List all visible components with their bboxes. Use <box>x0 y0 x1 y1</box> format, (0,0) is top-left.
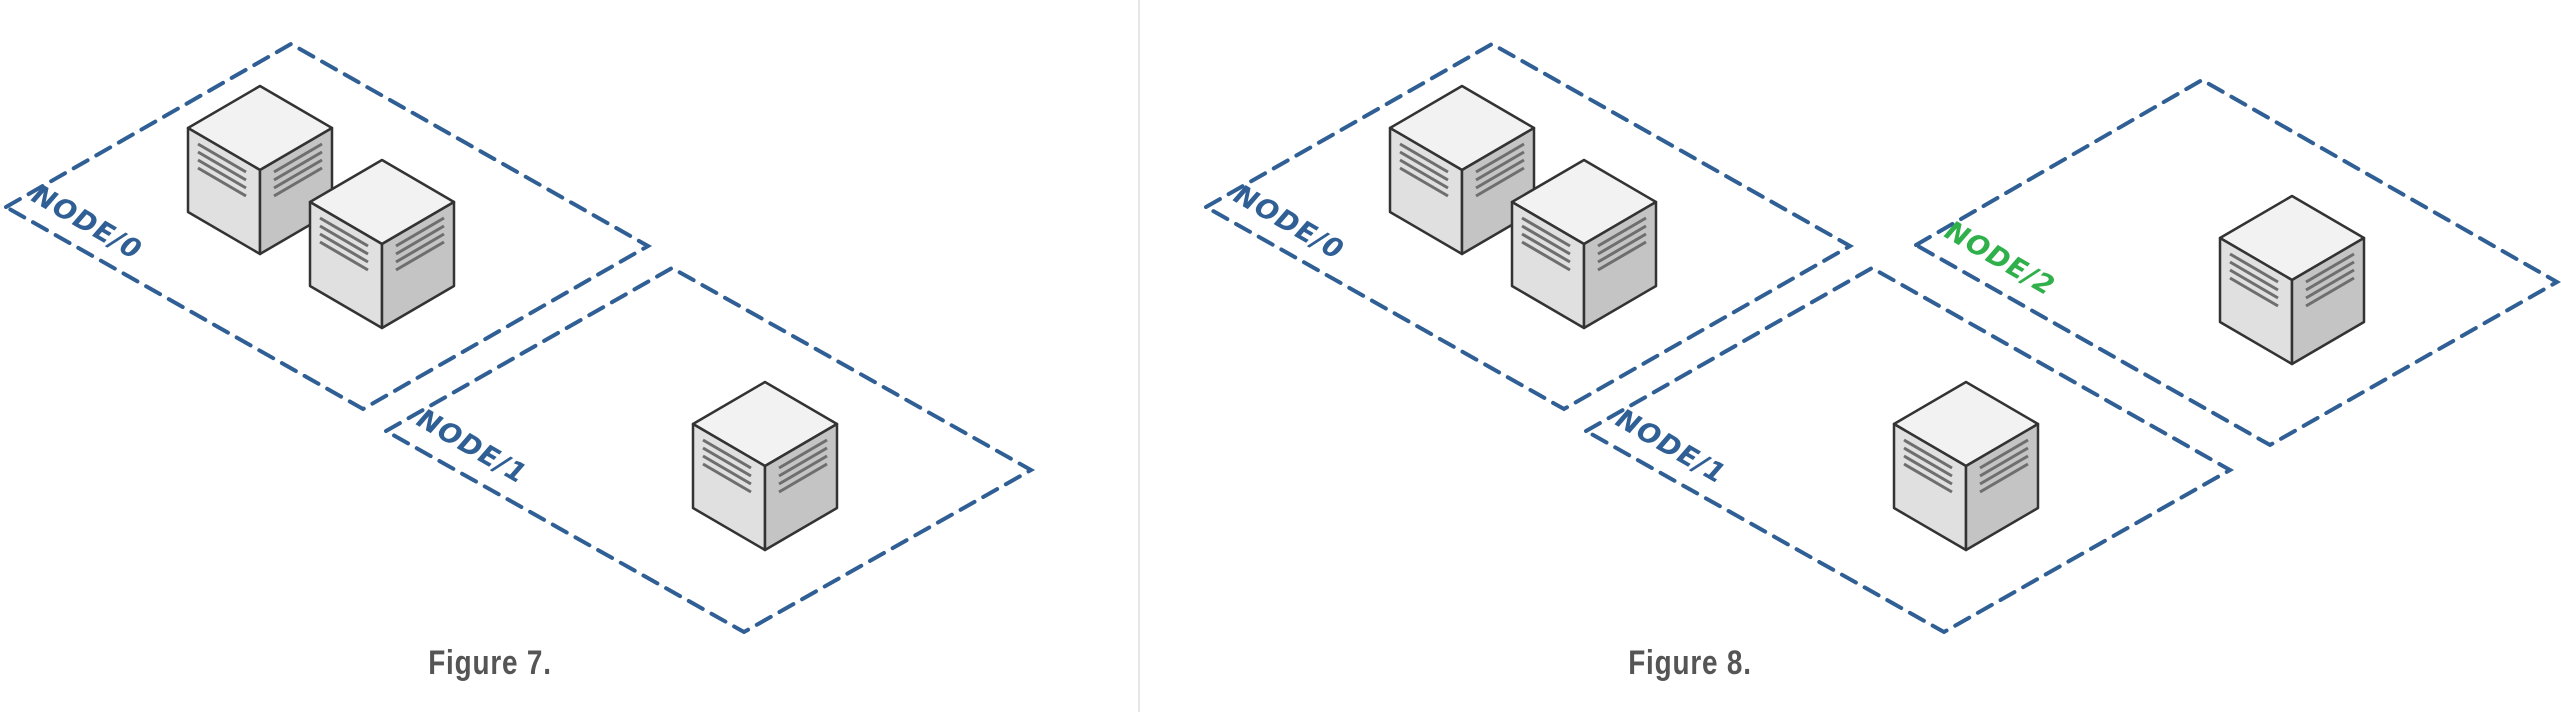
zone-node-1 <box>381 265 1036 635</box>
figure-7-caption: Figure 7. <box>428 644 552 682</box>
figure-8: NODE/0 NODE/1 NODE/2 <box>1201 41 2561 635</box>
zone-node-1 <box>1581 265 2235 635</box>
figure-divider <box>1138 0 1140 712</box>
figure-7: NODE/0 NODE/1 <box>1 41 1036 635</box>
zone-node-0 <box>1201 41 1855 412</box>
server-icon <box>2218 194 2366 366</box>
server-icon <box>691 380 839 552</box>
server-icon <box>1892 380 2040 552</box>
zone-node-0 <box>1 41 653 412</box>
figure-8-caption: Figure 8. <box>1628 644 1752 682</box>
zone-node-2 <box>1911 77 2561 448</box>
node-label-2: NODE/2 <box>1940 215 2060 302</box>
